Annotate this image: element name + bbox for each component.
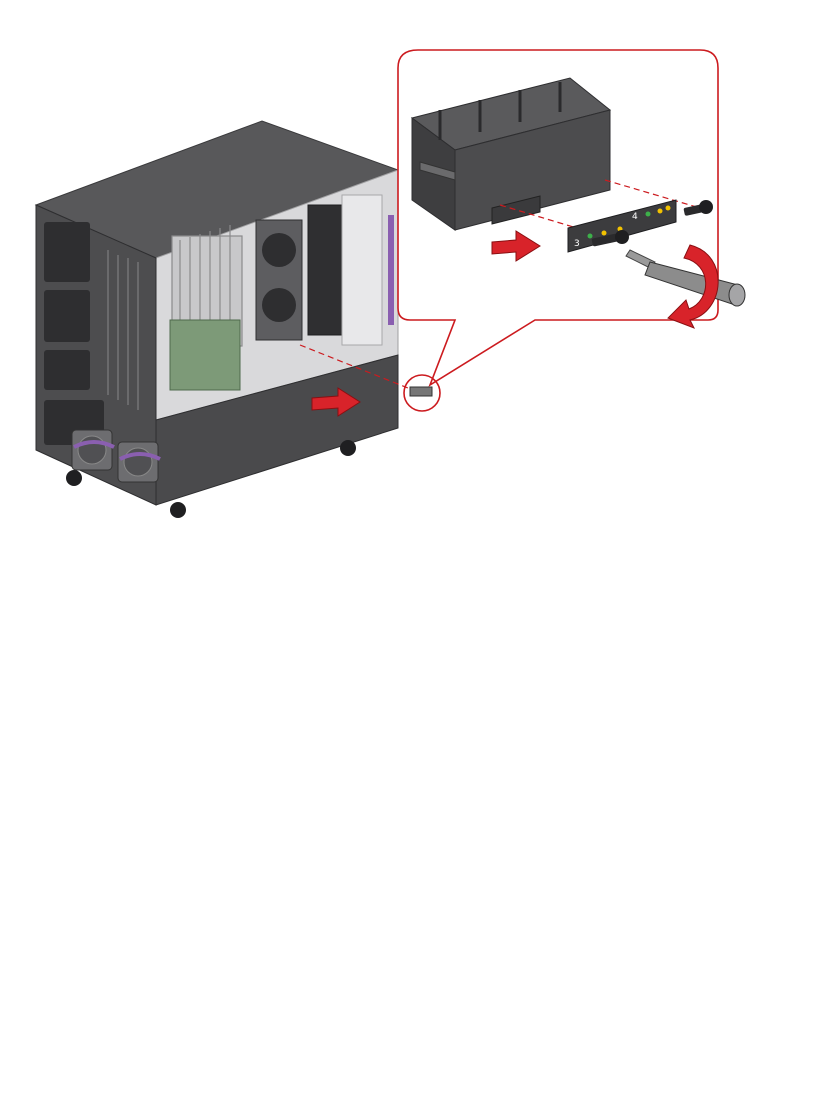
motherboard: [170, 320, 240, 390]
front-bezel-strip: [388, 215, 394, 325]
system-fans: [256, 220, 302, 340]
drive-bay: [308, 205, 342, 335]
bracket-label-4: 4: [632, 212, 638, 222]
bracket-label-3: 3: [574, 239, 580, 249]
illustration: 3 4: [0, 0, 815, 560]
server-chassis: [36, 121, 418, 518]
